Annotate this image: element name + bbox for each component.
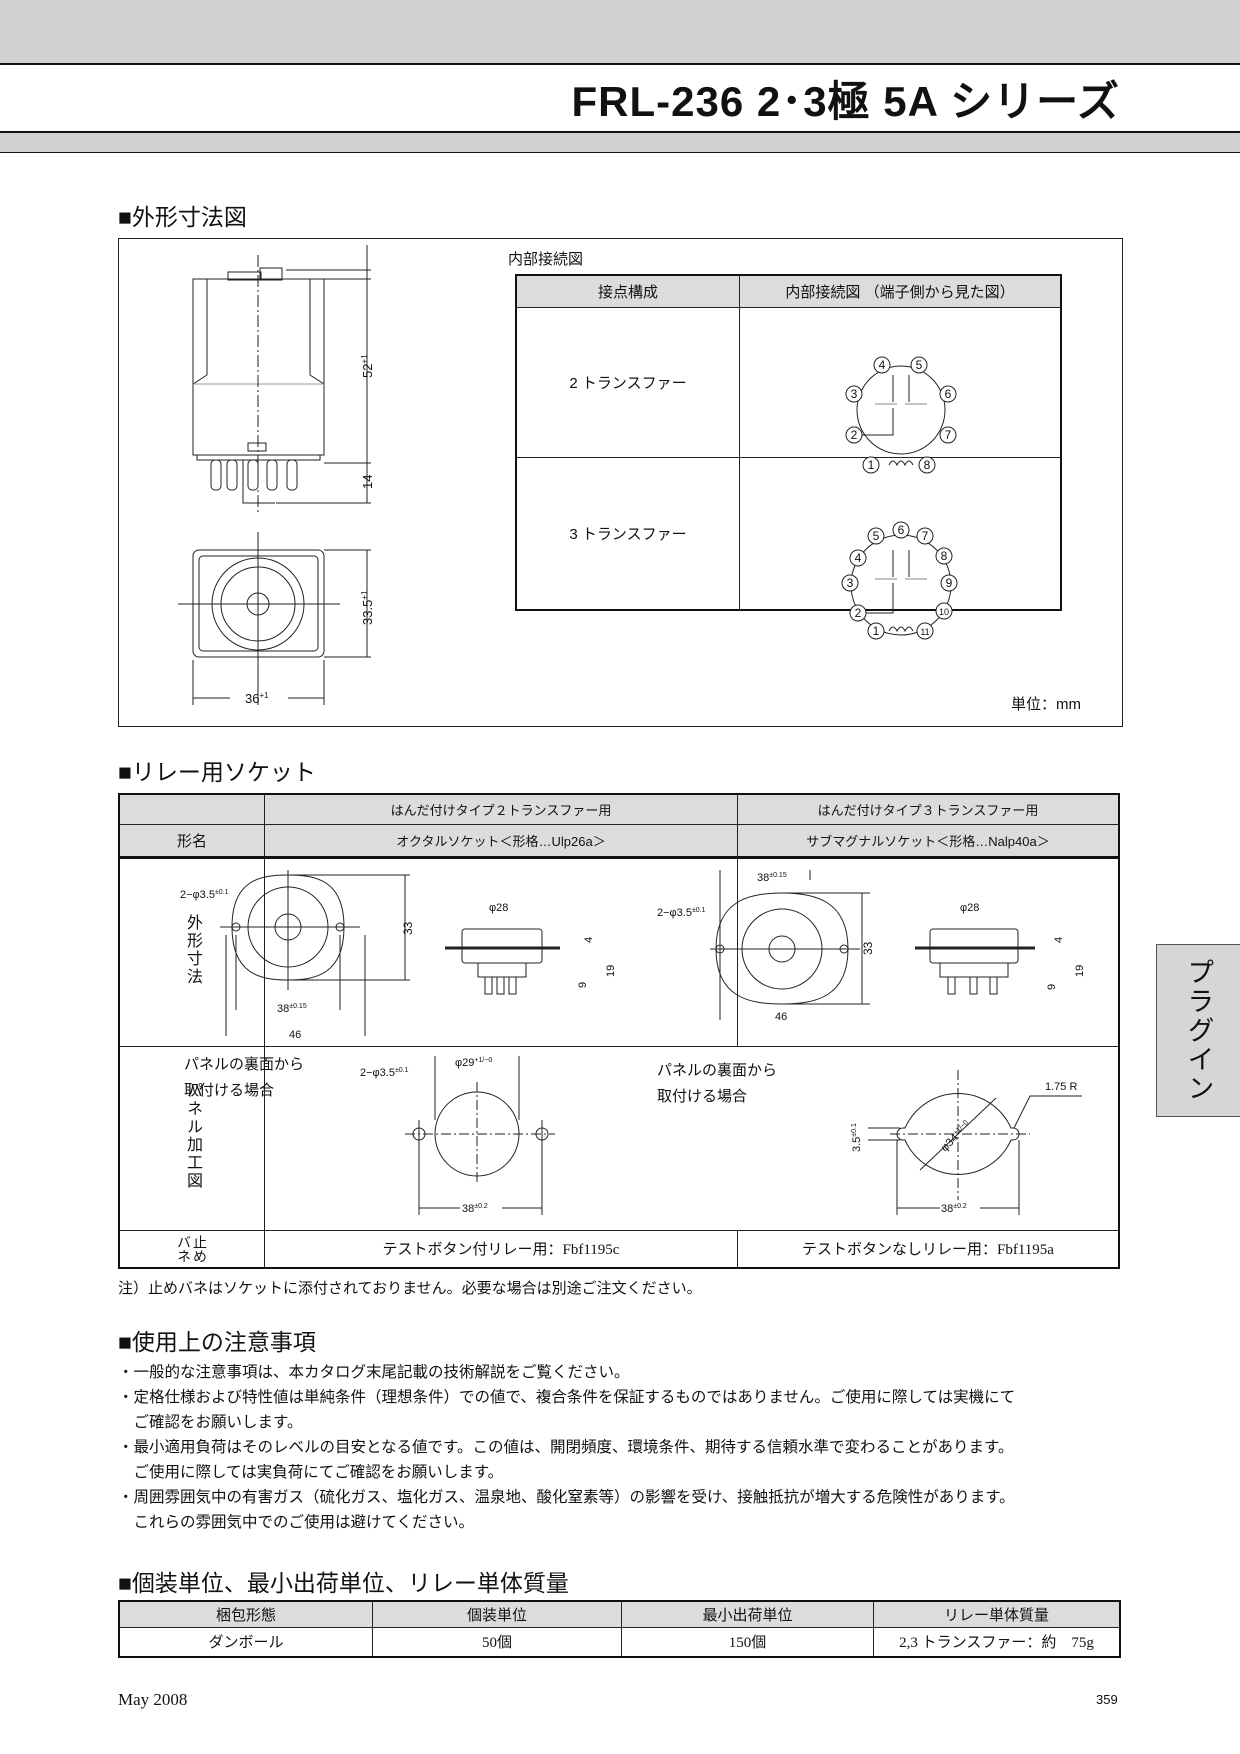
- socket-col-3: はんだ付けタイプ３トランスファー用: [737, 793, 1120, 825]
- wiring-config: 2 トランスファー: [515, 306, 740, 458]
- row-label-panel: パネル加工図: [184, 1082, 201, 1190]
- page-number: 359: [1096, 1692, 1118, 1707]
- panel-caption-left-1: パネルの裏面から: [184, 1057, 305, 1073]
- outline-box: [118, 238, 1123, 727]
- wiring-table: 接点構成内部接続図 （端子側から見た図） 2 トランスファー 3 トランスファー: [515, 274, 1062, 611]
- wiring-config: 3 トランスファー: [515, 456, 740, 611]
- packing-cell: 2,3 トランスファー：約 75g: [873, 1626, 1121, 1658]
- section-heading-cautions: ■使用上の注意事項: [118, 1329, 316, 1355]
- header-band-top: [0, 0, 1240, 63]
- table-row: 2 トランスファー: [515, 306, 1062, 458]
- packing-table: 梱包形態 個装単位 最小出荷単位 リレー単体質量 ダンボール 50個 150個 …: [118, 1600, 1121, 1658]
- spring-2: テストボタン付リレー用：Fbf1195c: [264, 1229, 738, 1268]
- model-2: オクタルソケット＜形格…Ulp26a＞: [264, 823, 738, 858]
- caution-line: これらの雰囲気中でのご使用は避けてください。: [118, 1514, 475, 1531]
- section-heading-outline: ■外形寸法図: [118, 204, 247, 230]
- caution-line: ・周囲雰囲気中の有害ガス（硫化ガス、塩化ガス、温泉地、酸化窒素等）の影響を受け、…: [118, 1489, 1015, 1506]
- wiring-label: 内部接続図: [508, 251, 584, 268]
- header-rule: [0, 131, 1240, 133]
- footer-date: May 2008: [118, 1690, 188, 1709]
- socket-col-2: はんだ付けタイプ２トランスファー用: [264, 793, 738, 825]
- header-rule: [0, 152, 1240, 153]
- packing-header: リレー単体質量: [873, 1600, 1121, 1628]
- wiring-diagram-3: [739, 456, 1062, 611]
- socket-note: 注）止めバネはソケットに添付されておりません。必要な場合は別途ご注文ください。: [118, 1281, 702, 1297]
- outline-cell-3: [737, 856, 1120, 1047]
- socket-table: はんだ付けタイプ２トランスファー用はんだ付けタイプ３トランスファー用 形名オクタ…: [118, 793, 1120, 1269]
- side-tab-label: プラグイン: [1183, 958, 1214, 1103]
- blank-cell: [118, 793, 265, 825]
- header-band-bottom: [0, 133, 1240, 153]
- spring-3: テストボタンなしリレー用：Fbf1195a: [737, 1229, 1120, 1268]
- packing-header: 梱包形態: [118, 1600, 373, 1628]
- packing-header: 個装単位: [372, 1600, 622, 1628]
- caution-line: ・一般的な注意事項は、本カタログ末尾記載の技術解説をご覧ください。: [118, 1364, 630, 1381]
- wiring-header-config: 接点構成: [515, 274, 740, 308]
- panel-caption-right-2: 取付ける場合: [657, 1089, 748, 1105]
- unit-label: 単位：mm: [1011, 696, 1081, 713]
- packing-cell: ダンボール: [118, 1626, 373, 1658]
- packing-header: 最小出荷単位: [621, 1600, 874, 1628]
- row-label-spring: 止めバネ: [176, 1234, 208, 1263]
- table-row: 3 トランスファー: [515, 456, 1062, 611]
- caution-line: ・定格仕様および特性値は単純条件（理想条件）での値で、複合条件を保証するものでは…: [118, 1389, 1016, 1406]
- outline-cell-2: [264, 856, 738, 1047]
- section-heading-socket: ■リレー用ソケット: [118, 759, 316, 785]
- row-label-model: 形名: [118, 823, 265, 858]
- model-3: サブマグナルソケット＜形格…Nalp40a＞: [737, 823, 1120, 858]
- header-rule: [0, 63, 1240, 65]
- caution-line: ご使用に際しては実負荷にてご確認をお願いします。: [118, 1464, 504, 1481]
- caution-line: ご確認をお願いします。: [118, 1414, 303, 1431]
- wiring-diagram-2: [739, 306, 1062, 458]
- packing-cell: 150個: [621, 1626, 874, 1658]
- panel-caption-right-1: パネルの裏面から: [657, 1063, 778, 1079]
- caution-line: ・最小適用負荷はそのレベルの目安となる値です。この値は、開閉頻度、環境条件、期待…: [118, 1439, 1014, 1456]
- row-label-outline: 外形寸法: [184, 914, 201, 986]
- side-tab[interactable]: プラグイン: [1156, 944, 1240, 1117]
- wiring-header-diagram: 内部接続図 （端子側から見た図）: [739, 274, 1062, 308]
- panel-caption-left-2: 取付ける場合: [184, 1083, 275, 1099]
- table-row: ダンボール 50個 150個 2,3 トランスファー：約 75g: [118, 1626, 1121, 1658]
- packing-cell: 50個: [372, 1626, 622, 1658]
- section-heading-packing: ■個装単位、最小出荷単位、リレー単体質量: [118, 1570, 569, 1596]
- page-title: FRL-236 2･3極 5A シリーズ: [571, 78, 1120, 125]
